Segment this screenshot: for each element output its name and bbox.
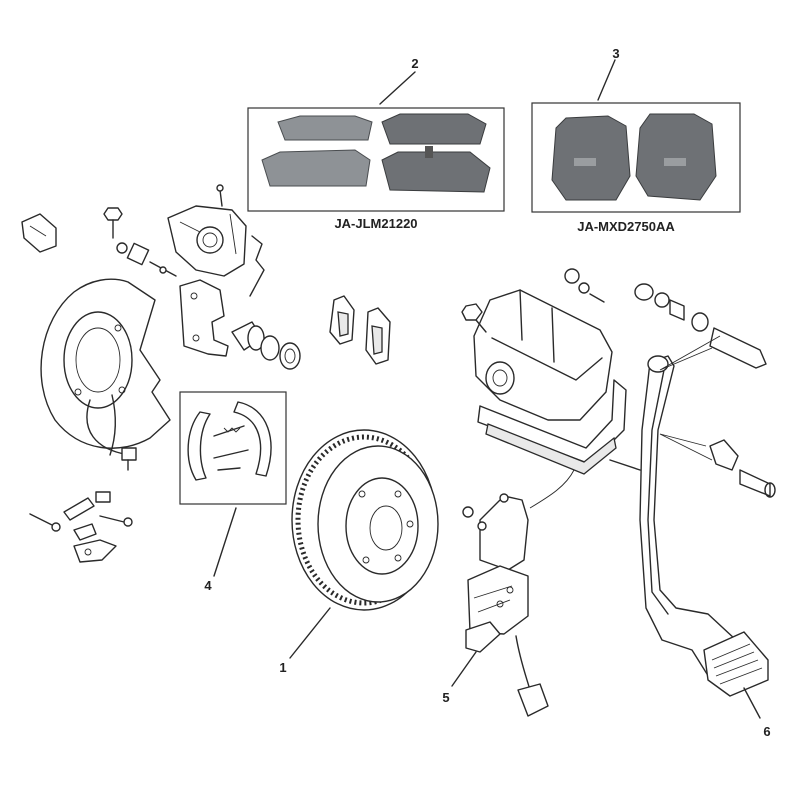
callout-5: 5 — [442, 690, 449, 705]
part-code-2: JA-JLM21220 — [334, 216, 417, 231]
leader-6 — [743, 687, 761, 719]
brake-disc — [291, 429, 439, 611]
pads-inset-3 — [531, 102, 741, 213]
anti-rattle-spring — [249, 235, 265, 297]
leader-2 — [379, 71, 416, 105]
callout-3: 3 — [612, 46, 619, 61]
brake-shoe-inset — [179, 391, 287, 505]
pad-clip — [425, 146, 433, 158]
pads-inset-2 — [247, 107, 505, 212]
callout-4: 4 — [204, 578, 212, 593]
callout-1: 1 — [279, 660, 286, 675]
dust-shield — [40, 278, 171, 456]
guide-pin-set — [116, 242, 177, 277]
handbrake-hardware — [29, 491, 133, 563]
leader-switch-housing — [529, 469, 575, 509]
pad-logo-e — [574, 158, 596, 166]
brake-pedal — [609, 355, 769, 697]
brake-pad-f — [635, 113, 717, 201]
bleed-bolt — [121, 447, 137, 471]
brake-pad-b — [381, 113, 487, 145]
callout-6: 6 — [763, 724, 770, 739]
callout-2: 2 — [411, 56, 418, 71]
brake-pad-a — [277, 115, 373, 141]
brake-caliper — [167, 184, 247, 277]
mounting-bolt — [461, 303, 487, 333]
leader-4 — [213, 507, 237, 577]
caliper-bolt — [103, 207, 123, 239]
part-code-3: JA-MXD2750AA — [577, 219, 675, 234]
pad-logo-f — [664, 158, 686, 166]
leader-1 — [289, 607, 331, 659]
pedal-box-housing — [473, 289, 627, 475]
leader-pedal-pivot — [659, 335, 721, 371]
stud-washer — [564, 268, 605, 303]
return-spring-clip — [709, 439, 776, 498]
leader-3 — [597, 59, 616, 101]
caliper-carrier — [179, 279, 229, 357]
clip-part — [21, 213, 57, 253]
piston-seal-kit — [231, 321, 301, 370]
small-pads — [329, 295, 391, 365]
brake-switch-assembly — [462, 493, 549, 717]
brake-pad-c — [261, 149, 371, 187]
leader-5 — [451, 651, 477, 687]
leader-pedal-clip — [659, 433, 713, 461]
brake-pad-d — [381, 151, 491, 193]
pivot-bushings — [634, 283, 767, 369]
